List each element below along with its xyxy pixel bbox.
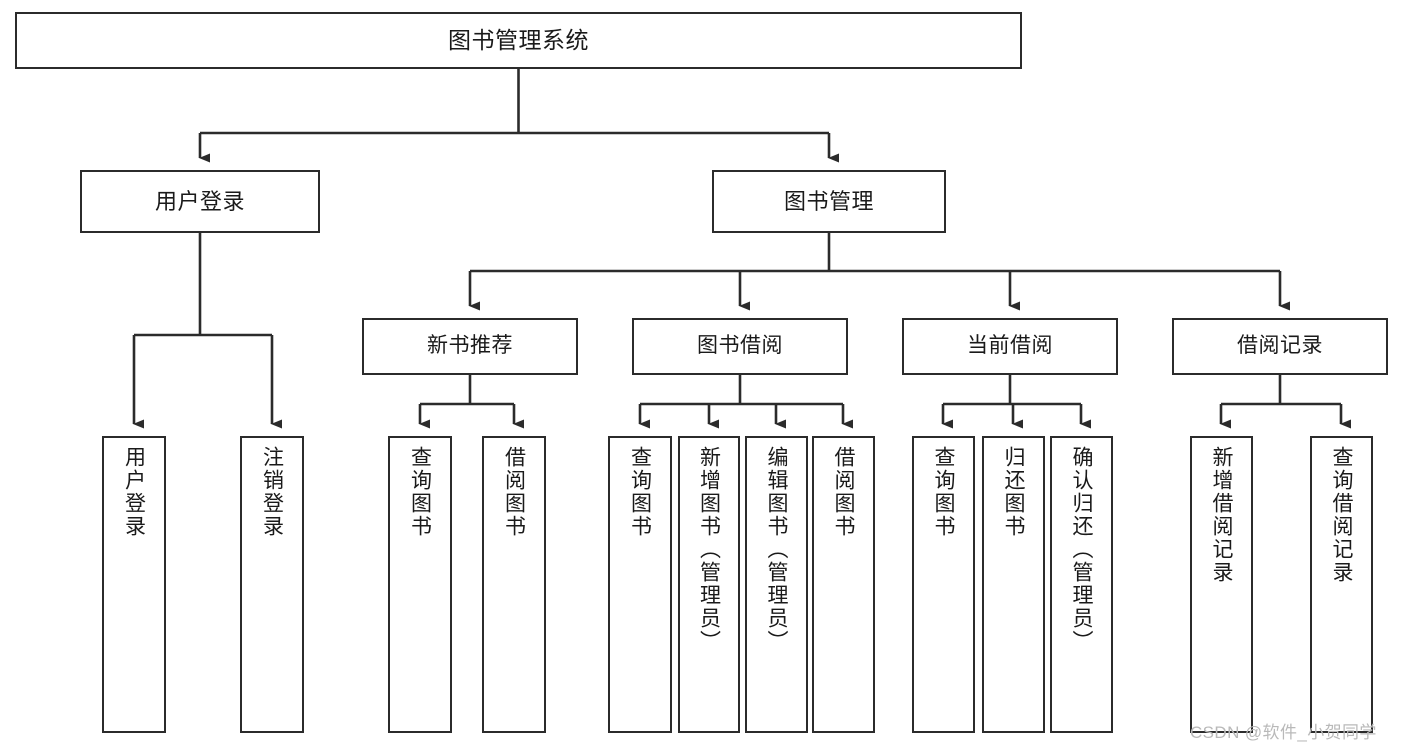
node-confirm-return-admin[interactable]: 确认归还（管理员） [1050,436,1113,733]
node-edit-book-admin-label: 编辑图书（管理员） [765,446,789,653]
node-borrow-record[interactable]: 借阅记录 [1172,318,1388,375]
node-query-book-recommend-label: 查询图书 [408,446,432,538]
node-edit-book-admin[interactable]: 编辑图书（管理员） [745,436,808,733]
node-book-borrow-label: 图书借阅 [697,334,783,358]
node-new-book-recommend-label: 新书推荐 [427,334,513,358]
node-current-borrow-label: 当前借阅 [967,334,1053,358]
node-add-borrow-record[interactable]: 新增借阅记录 [1190,436,1253,733]
node-book-manage[interactable]: 图书管理 [712,170,946,233]
node-borrow-book-recommend[interactable]: 借阅图书 [482,436,546,733]
node-add-book-admin[interactable]: 新增图书（管理员） [678,436,740,733]
node-borrow-book-recommend-label: 借阅图书 [502,446,526,538]
node-book-borrow[interactable]: 图书借阅 [632,318,848,375]
node-query-book-current-label: 查询图书 [932,446,956,538]
node-user-login[interactable]: 用户登录 [80,170,320,233]
node-borrow-book-action-label: 借阅图书 [832,446,856,538]
node-confirm-return-admin-label: 确认归还（管理员） [1070,446,1094,653]
node-query-book-borrow[interactable]: 查询图书 [608,436,672,733]
node-user-logout-action[interactable]: 注销登录 [240,436,304,733]
node-query-book-recommend[interactable]: 查询图书 [388,436,452,733]
node-current-borrow[interactable]: 当前借阅 [902,318,1118,375]
node-user-logout-action-label: 注销登录 [260,446,284,538]
node-root-system[interactable]: 图书管理系统 [15,12,1022,69]
node-borrow-book-action[interactable]: 借阅图书 [812,436,875,733]
node-borrow-record-label: 借阅记录 [1237,334,1323,358]
node-return-book-label: 归还图书 [1002,446,1026,538]
node-user-login-action-label: 用户登录 [122,446,146,538]
node-query-borrow-record-label: 查询借阅记录 [1330,446,1354,584]
node-add-borrow-record-label: 新增借阅记录 [1210,446,1234,584]
node-query-borrow-record[interactable]: 查询借阅记录 [1310,436,1373,733]
node-user-login-action[interactable]: 用户登录 [102,436,166,733]
node-return-book[interactable]: 归还图书 [982,436,1045,733]
node-root-system-label: 图书管理系统 [448,26,589,53]
node-user-login-label: 用户登录 [154,188,245,214]
node-query-book-current[interactable]: 查询图书 [912,436,975,733]
node-add-book-admin-label: 新增图书（管理员） [697,446,721,653]
csdn-watermark: CSDN @软件_小贺同学 [1190,723,1377,742]
node-new-book-recommend[interactable]: 新书推荐 [362,318,578,375]
node-query-book-borrow-label: 查询图书 [628,446,652,538]
node-book-manage-label: 图书管理 [783,188,874,214]
